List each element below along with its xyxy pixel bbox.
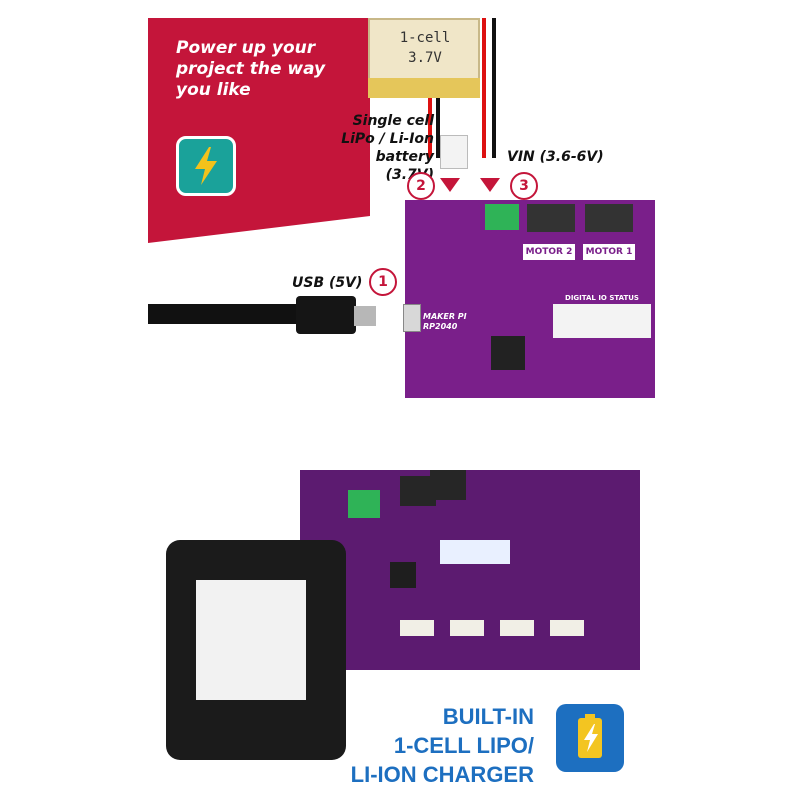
- board-photo: [300, 470, 640, 670]
- battery-band: [368, 78, 480, 98]
- battery-photo-label: [196, 580, 306, 700]
- photo-chip: [390, 562, 416, 588]
- photo-grove-1: [400, 620, 434, 636]
- board-top: MOTOR 2 MOTOR 1 DIGITAL IO STATUS MAKER …: [403, 200, 655, 398]
- battery-text: 1-cell 3.7V: [380, 28, 470, 68]
- badge-three: 3: [510, 172, 538, 200]
- arrow-down-icon: [480, 178, 500, 192]
- wire-black-a: [436, 98, 440, 158]
- usb-plug: [296, 296, 356, 334]
- caption-line3: LI-ION CHARGER: [350, 762, 534, 787]
- usb-label: USB (5V): [292, 275, 363, 291]
- wire-red-a: [428, 98, 432, 158]
- badge-one: 1: [369, 268, 397, 296]
- jst-connector: [440, 135, 468, 169]
- arrow-down-icon: [440, 178, 460, 192]
- maker-text: MAKER PI: [423, 312, 467, 321]
- lightning-icon: [176, 136, 236, 196]
- vin-label: VIN (3.6-6V): [507, 149, 604, 165]
- io-status-title: DIGITAL IO STATUS: [553, 292, 651, 304]
- mcu-chip: [491, 336, 525, 370]
- usb-port: [403, 304, 421, 332]
- photo-io-panel: [440, 540, 510, 564]
- io-status-panel: DIGITAL IO STATUS: [553, 292, 651, 338]
- photo-grove-3: [500, 620, 534, 636]
- battery-charge-icon-svg: [578, 714, 602, 758]
- usb-cable: [148, 304, 298, 324]
- motor2-label: MOTOR 2: [523, 244, 575, 260]
- terminal-motor2: [527, 204, 575, 232]
- banner-text: Power up your project the way you like: [176, 38, 326, 100]
- caption-line2: 1-CELL LIPO/: [393, 733, 534, 758]
- rp-text: RP2040: [423, 322, 458, 331]
- board-name: MAKER PI RP2040: [423, 312, 467, 332]
- photo-terminal-green: [348, 490, 380, 518]
- charger-caption: BUILT-IN 1-CELL LIPO/ LI-ION CHARGER: [314, 702, 534, 789]
- terminal-motor1: [585, 204, 633, 232]
- photo-grove-4: [550, 620, 584, 636]
- wire-red-b: [482, 18, 486, 158]
- photo-grove-2: [450, 620, 484, 636]
- promo-banner: Power up your project the way you like: [148, 18, 370, 243]
- motor1-label: MOTOR 1: [583, 244, 635, 260]
- lightning-icon-svg: [195, 147, 217, 185]
- usb-plug-metal: [354, 306, 376, 326]
- wire-black-b: [492, 18, 496, 158]
- battery-line2: 3.7V: [408, 50, 442, 66]
- photo-terminal-2: [430, 470, 466, 500]
- battery-charge-icon: [556, 704, 624, 772]
- terminal-green: [485, 204, 519, 230]
- battery-line1: 1-cell: [399, 30, 451, 46]
- badge-two: 2: [407, 172, 435, 200]
- caption-line1: BUILT-IN: [442, 704, 534, 729]
